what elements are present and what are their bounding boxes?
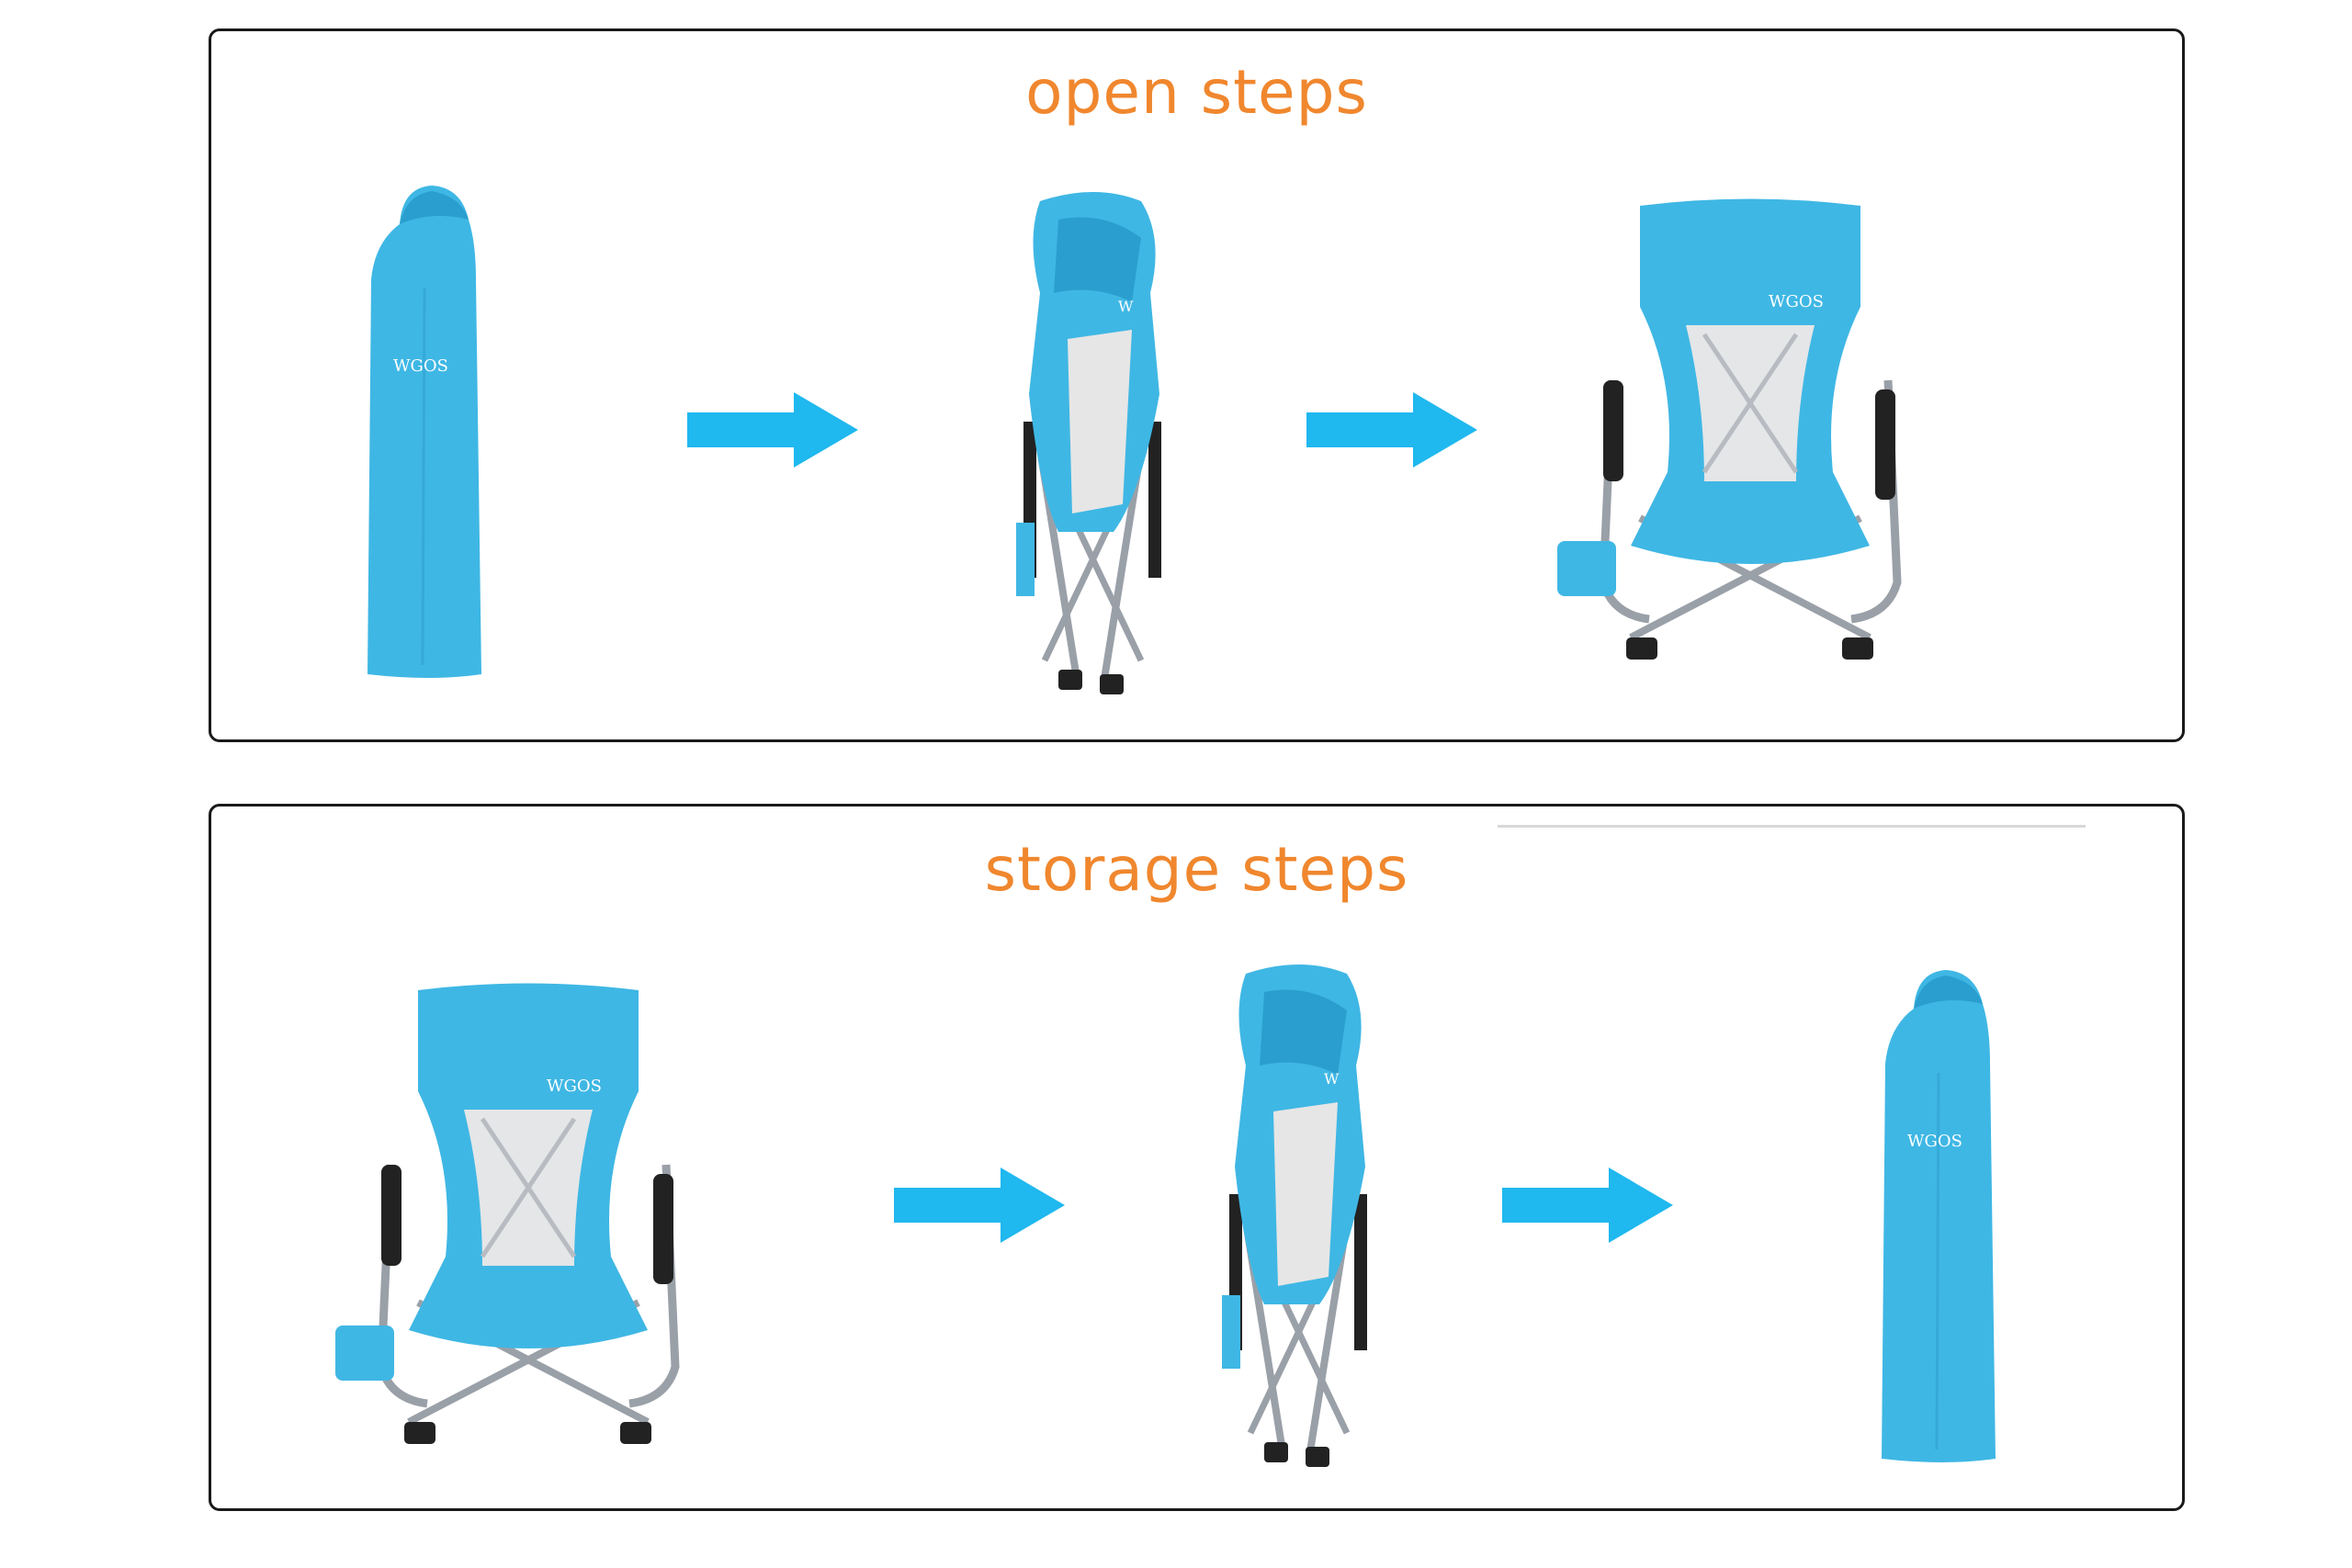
step-bag: WGOS (1882, 970, 1996, 1462)
decorative-stripe (1498, 825, 2086, 828)
step-bag: WGOS (368, 186, 481, 678)
arrow-right-icon (687, 392, 858, 468)
bag-brand-label: WGOS (1907, 1132, 1962, 1151)
chair-brand-label: WGOS (1769, 292, 1824, 311)
arrow-right-icon (894, 1168, 1065, 1243)
step-open-chair: WGOS (1557, 198, 1902, 660)
storage-steps-title: storage steps (984, 834, 1409, 905)
arrow-right-icon (1306, 392, 1477, 468)
bag-brand-label: WGOS (393, 356, 448, 376)
step-folded-chair: W (1016, 192, 1161, 694)
folded-brand-label: W (1324, 1070, 1340, 1088)
storage-steps-panel: storage steps WGOS W (209, 804, 2185, 1511)
open-steps-title: open steps (1025, 57, 1368, 128)
arrow-right-icon (1502, 1168, 1673, 1243)
chair-brand-label: WGOS (547, 1077, 602, 1096)
open-steps-panel: open steps WGOS W (209, 28, 2185, 742)
step-folded-chair: W (1222, 964, 1367, 1467)
folded-brand-label: W (1118, 298, 1134, 315)
step-open-chair: WGOS (335, 983, 680, 1444)
